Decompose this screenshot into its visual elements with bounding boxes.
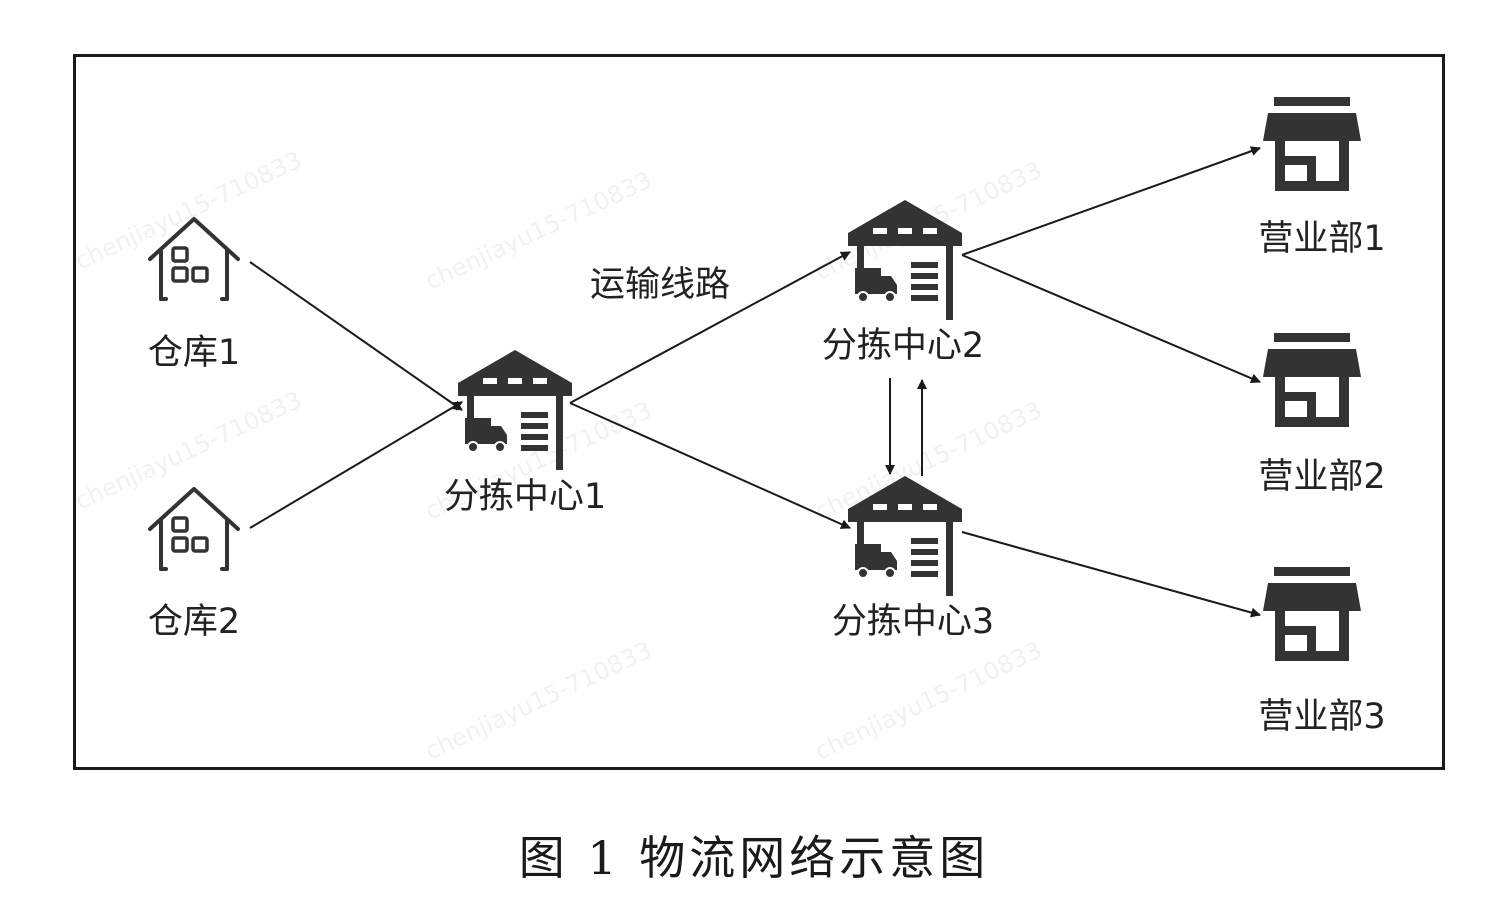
edge-sort1-to-sort3 — [569, 402, 851, 529]
watermark-text: chenjiayu15-710833 — [421, 636, 656, 766]
edge-layer — [249, 146, 1261, 618]
node-office2: 营业部2 — [1258, 333, 1386, 497]
figure-caption: 图 1 物流网络示意图 — [518, 831, 990, 885]
storefront-icon — [1263, 567, 1361, 661]
edge-sort1-to-sort2 — [569, 251, 851, 404]
node-label-office2: 营业部2 — [1258, 457, 1385, 497]
edge-warehouse2-to-sort1 — [249, 401, 463, 529]
edge-sort2-to-office2 — [961, 254, 1261, 384]
node-sort3: 分拣中心3 — [832, 475, 994, 642]
edge-label-transport-route: 运输线路 — [590, 265, 730, 305]
node-label-sort2: 分拣中心2 — [822, 326, 984, 366]
node-label-sort3: 分拣中心3 — [832, 602, 994, 642]
node-sort2: 分拣中心2 — [822, 199, 984, 366]
node-label-office3: 营业部3 — [1258, 697, 1385, 737]
node-label-warehouse2: 仓库2 — [148, 602, 240, 642]
node-sort1: 分拣中心1 — [444, 349, 606, 517]
node-warehouse1: 仓库1 — [148, 217, 240, 373]
storefront-icon — [1263, 333, 1361, 427]
watermark-text: chenjiayu15-710833 — [811, 636, 1046, 766]
edge-sort3-to-office3 — [961, 531, 1261, 618]
node-warehouse2: 仓库2 — [148, 487, 240, 642]
node-office1: 营业部1 — [1258, 97, 1386, 259]
diagram-border — [73, 54, 1445, 770]
node-label-warehouse1: 仓库1 — [148, 333, 240, 373]
node-label-office1: 营业部1 — [1258, 219, 1385, 259]
node-label-sort1: 分拣中心1 — [444, 477, 606, 517]
warehouse-house-icon — [148, 487, 240, 571]
edge-warehouse1-to-sort1 — [249, 261, 463, 411]
edge-sort2-to-office1 — [961, 146, 1261, 256]
storefront-icon — [1263, 97, 1361, 191]
node-office3: 营业部3 — [1258, 567, 1386, 737]
